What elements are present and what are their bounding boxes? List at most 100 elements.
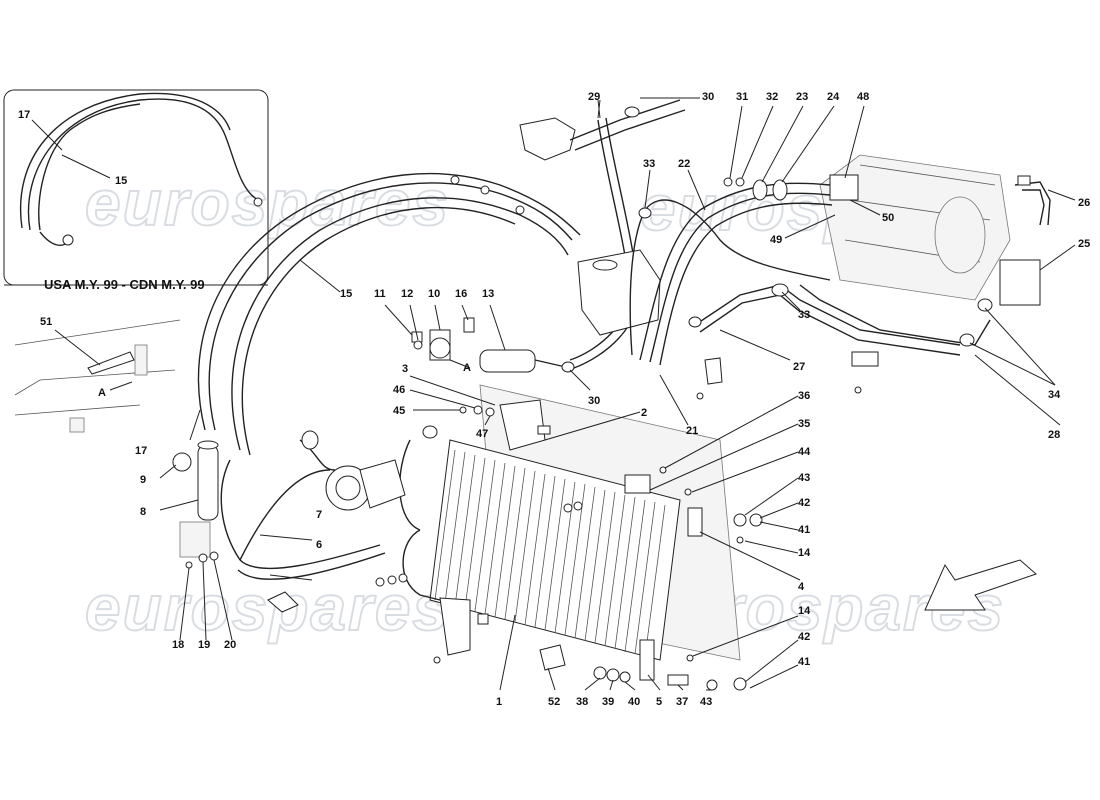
- label-37: 37: [676, 696, 688, 708]
- leader-26: [1047, 189, 1076, 201]
- label-5: 5: [656, 696, 662, 708]
- label-30-top: 30: [702, 91, 714, 103]
- fitting-37: [667, 674, 689, 686]
- bolt-14-top: [736, 536, 744, 544]
- leader-29b: [597, 99, 601, 119]
- blower: [934, 196, 986, 274]
- fitting-23: [752, 179, 768, 201]
- inset-label-17: 17: [18, 109, 30, 121]
- tank-cap: [592, 259, 618, 271]
- leader-32: [741, 105, 774, 179]
- label-34: 34: [1048, 389, 1061, 401]
- label-30-low: 30: [588, 395, 600, 407]
- leader-52: [547, 667, 556, 691]
- hose-17-outer: [231, 197, 569, 451]
- label-32: 32: [766, 91, 778, 103]
- hose-clip-2: [480, 185, 490, 195]
- leader-14-top: [744, 540, 799, 554]
- washer-group-1: [563, 503, 573, 513]
- label-13: 13: [482, 288, 494, 300]
- inset-frame: [3, 89, 269, 286]
- leader-4: [699, 531, 801, 581]
- label-38: 38: [576, 696, 588, 708]
- washer-40: [619, 671, 631, 683]
- detail-part-51: [87, 351, 135, 375]
- leader-25: [1039, 244, 1076, 271]
- leader-16: [461, 304, 469, 321]
- pipe-26-b: [1022, 189, 1045, 226]
- detail-body-line-1: [14, 319, 181, 346]
- pipes-22-24: [629, 177, 833, 366]
- hose-15-outer: [197, 172, 581, 431]
- label-39: 39: [602, 696, 614, 708]
- hose-15-inner: [208, 182, 573, 431]
- leader-44: [691, 451, 799, 493]
- label-27: 27: [793, 361, 805, 373]
- label-25: 25: [1078, 238, 1090, 250]
- leader-13: [489, 304, 506, 351]
- washer-39: [606, 668, 620, 682]
- leader-21: [659, 374, 689, 426]
- label-1: 1: [496, 696, 502, 708]
- bolt-lower-left: [433, 656, 441, 664]
- valve-48: [829, 174, 859, 201]
- condenser-core: [429, 439, 681, 661]
- leader-lines: [159, 99, 1076, 691]
- washer-32: [735, 177, 745, 187]
- leader-36: [664, 395, 799, 469]
- bracket-44: [624, 474, 651, 494]
- leader-30-low: [569, 369, 591, 391]
- pipe-30-top: [569, 99, 681, 141]
- nut-20: [209, 551, 219, 561]
- leader-12: [409, 304, 419, 341]
- leader-37: [677, 684, 684, 691]
- leader-15: [299, 259, 341, 293]
- label-20: 20: [224, 639, 236, 651]
- leader-18: [179, 567, 190, 641]
- detail-view-51: 51 A: [14, 316, 181, 433]
- label-51: 51: [40, 316, 52, 328]
- nut-3: [537, 425, 551, 435]
- leader-8: [159, 499, 199, 511]
- label-31: 31: [736, 91, 748, 103]
- leader-20: [213, 559, 233, 641]
- pipe-28: [799, 284, 991, 346]
- leader-48: [844, 105, 865, 179]
- bolt-14-bottom: [686, 654, 694, 662]
- leader-9: [159, 464, 177, 479]
- condenser: [399, 384, 741, 681]
- detail-bracket: [134, 344, 148, 376]
- nut-47: [485, 407, 495, 417]
- leader-11: [384, 304, 413, 336]
- detail-arrow-A: [109, 381, 133, 391]
- bracket-right: [851, 351, 879, 367]
- leader-24: [781, 105, 835, 183]
- leader-42-top: [759, 502, 799, 519]
- detail-clip: [69, 417, 85, 433]
- leader-31: [729, 105, 743, 179]
- label-41-bottom: 41: [798, 656, 810, 668]
- label-52: 52: [548, 696, 560, 708]
- hose-6-b: [237, 552, 386, 580]
- drier-13: [479, 349, 536, 373]
- clamp-33-top: [638, 207, 652, 219]
- bracket-52: [539, 644, 566, 671]
- washer-12: [413, 340, 423, 350]
- inset-hose-inner: [38, 103, 141, 231]
- inset-leader-15: [61, 154, 111, 179]
- front-direction-arrow: [924, 559, 1037, 611]
- detail-body-line-4: [14, 404, 141, 416]
- hose-17-inner: [241, 207, 516, 456]
- inset-fitting: [62, 234, 74, 246]
- label-11: 11: [374, 288, 386, 300]
- pipe-26: [1014, 181, 1051, 226]
- leader-46: [409, 389, 476, 409]
- hose-clip-3: [515, 205, 525, 215]
- washer-43-top: [733, 513, 747, 527]
- label-14-bottom: 14: [798, 605, 811, 617]
- washer-group-2: [573, 501, 583, 511]
- leader-14-bottom: [692, 615, 799, 657]
- switch-9: [172, 452, 192, 472]
- label-45: 45: [393, 405, 405, 417]
- leader-2: [544, 411, 641, 441]
